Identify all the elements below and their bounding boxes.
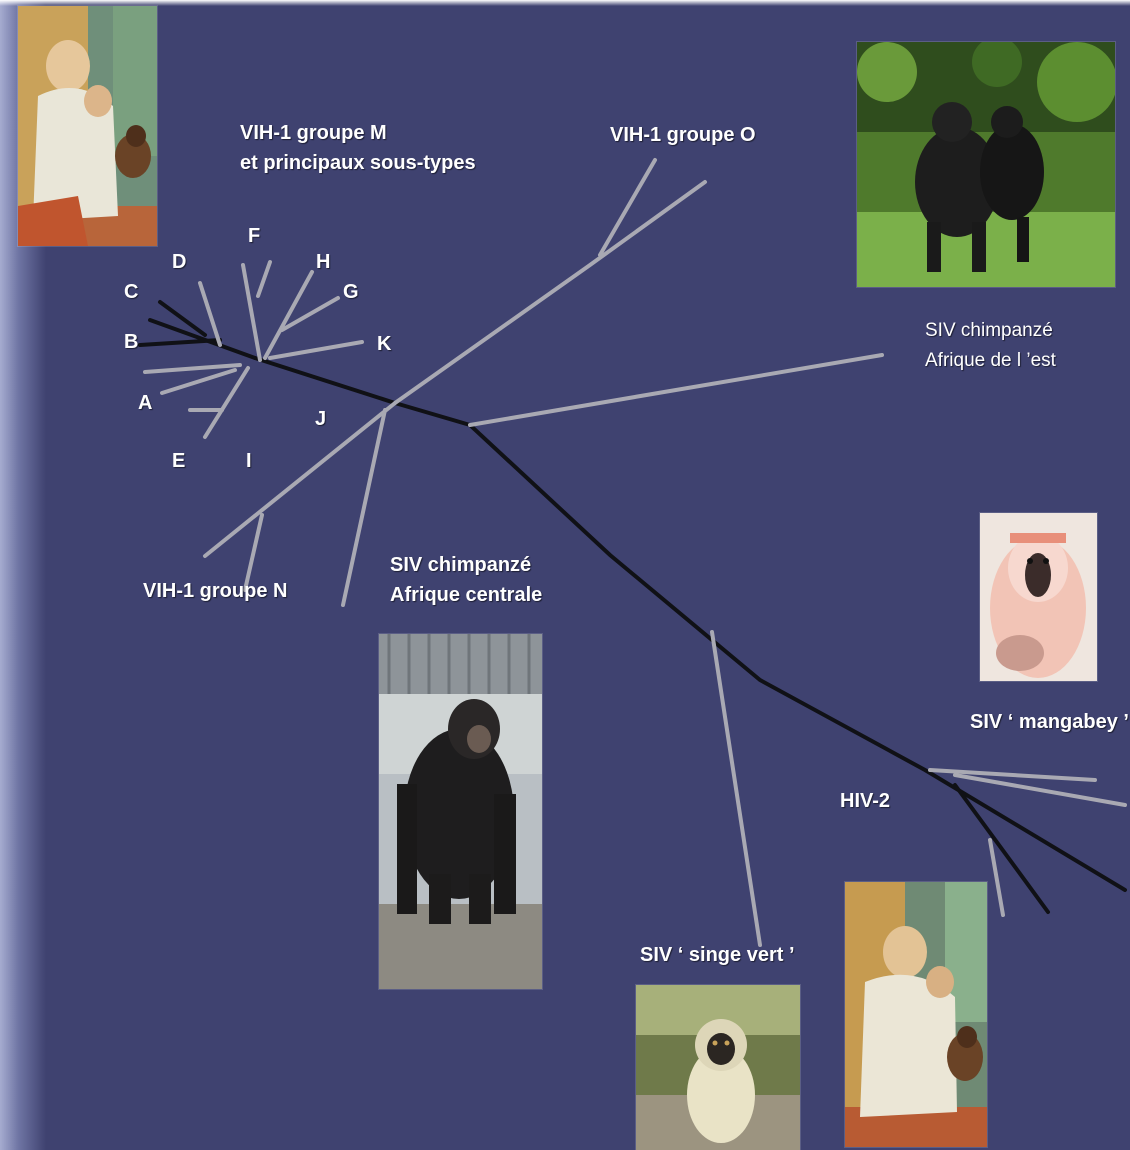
branch-n-trunk <box>205 403 395 556</box>
subtype-d-label: D <box>172 251 186 273</box>
subtype-b-label: B <box>124 331 138 353</box>
branch-siv-chimp-east <box>470 355 882 425</box>
group-m-line-1: VIH-1 groupe M <box>240 118 476 148</box>
painting-bottom-right-image <box>845 882 987 1147</box>
group-m-line-2: et principaux sous-types <box>240 148 476 178</box>
subtype-e-label: E <box>172 450 185 472</box>
siv-chimp-east-label: SIV chimpanzé Afrique de l ’est <box>925 316 1056 376</box>
branch-subtype-c <box>150 320 255 358</box>
group-o-label: VIH-1 groupe O <box>610 120 756 150</box>
subtype-h-label: H <box>316 251 330 273</box>
dark-branches <box>140 302 1125 912</box>
chimp-east-image <box>857 42 1115 287</box>
subtype-i-label: I <box>246 450 252 472</box>
subtype-j-label: J <box>315 408 326 430</box>
group-m-label: VIH-1 groupe M et principaux sous-types <box>240 118 476 178</box>
group-n-label: VIH-1 groupe N <box>143 576 287 606</box>
hiv2-label: HIV-2 <box>840 786 890 816</box>
branch-o-trunk <box>395 182 705 403</box>
siv-singe-vert-label: SIV ‘ singe vert ’ <box>640 940 795 970</box>
branch-subtype-f <box>243 265 260 360</box>
painting-top-left-image <box>18 6 157 246</box>
branch-subtype-f2 <box>258 262 270 296</box>
subtype-g-label: G <box>343 281 359 303</box>
siv-mangabey-label: SIV ‘ mangabey ’ <box>970 707 1129 737</box>
siv-chimp-central-label: SIV chimpanzé Afrique centrale <box>390 550 542 610</box>
mangabey-image <box>980 513 1097 681</box>
branch-subtype-k <box>270 342 362 358</box>
subtype-f-label: F <box>248 225 260 247</box>
siv-chimp-central-line-1: SIV chimpanzé <box>390 550 542 580</box>
subtype-c-label: C <box>124 281 138 303</box>
siv-chimp-east-line-2: Afrique de l ’est <box>925 346 1056 376</box>
chimp-central-image <box>379 634 542 989</box>
subtype-k-label: K <box>377 333 391 355</box>
vervet-image <box>636 985 800 1150</box>
branch-subtype-b <box>140 340 220 345</box>
branch-m-stem <box>255 358 395 403</box>
siv-chimp-central-line-2: Afrique centrale <box>390 580 542 610</box>
subtype-a-label: A <box>138 392 152 414</box>
siv-chimp-east-line-1: SIV chimpanzé <box>925 316 1056 346</box>
branch-siv-singe-vert <box>712 632 760 945</box>
branch-subtype-a2 <box>162 370 235 393</box>
branch-o-leaf <box>600 160 655 255</box>
branch-siv-mangabey-2 <box>955 775 1125 805</box>
